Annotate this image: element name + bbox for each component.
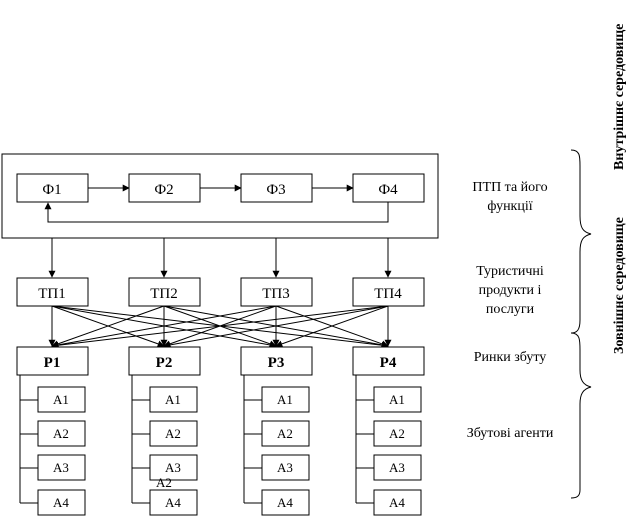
- cross-arrow: [51, 305, 165, 348]
- agent-label: А2: [277, 426, 293, 441]
- side-label-markets: Ринки збуту: [473, 350, 547, 365]
- cross-arrow: [51, 305, 389, 349]
- agent-box: [373, 420, 422, 447]
- agent-box: [37, 420, 86, 447]
- agent-label: А3: [389, 460, 405, 475]
- cross-arrow: [51, 305, 277, 349]
- cross-arrow: [163, 305, 389, 349]
- agent-box: [37, 386, 86, 413]
- agent-box: [149, 420, 198, 447]
- side-label-agents: Збутові агенти: [466, 426, 554, 441]
- function-label-f1: Ф1: [42, 182, 61, 198]
- feedback-arrow-f4-f1: [44, 202, 389, 223]
- market-label-r4: Р4: [380, 355, 397, 371]
- product-label-tp3: ТП3: [262, 286, 290, 302]
- agent-box: [373, 386, 422, 413]
- market-box-r4: [352, 346, 425, 376]
- agent-label: А3: [165, 460, 181, 475]
- agent-label: А1: [53, 392, 69, 407]
- agent-box: [37, 454, 86, 481]
- agent-label: А4: [277, 495, 293, 510]
- market-box-r1: [16, 346, 89, 376]
- agent-label: А3: [53, 460, 69, 475]
- agent-box: [261, 489, 310, 516]
- side-label-ptp: ПТП та його функції: [472, 180, 548, 214]
- product-label-tp2: ТП2: [150, 286, 178, 302]
- market-label-r1: Р1: [44, 355, 61, 371]
- market-label-r3: Р3: [268, 355, 285, 371]
- agent-label: А4: [53, 495, 69, 510]
- agent-label: А4: [389, 495, 405, 510]
- environment-internal-label: Внутрішнє середовище: [612, 23, 627, 170]
- agent-box: [261, 420, 310, 447]
- agent-label: А1: [165, 392, 181, 407]
- product-market-cross-arrows: [48, 305, 392, 349]
- function-label-f3: Ф3: [266, 182, 285, 198]
- market-boxes: Р1 Р2 Р3 Р4: [16, 346, 425, 376]
- agent-box: [261, 454, 310, 481]
- agent-label: А1: [277, 392, 293, 407]
- agent-label: А3: [277, 460, 293, 475]
- function-label-f2: Ф2: [154, 182, 173, 198]
- market-box-r3: [240, 346, 313, 376]
- product-label-tp1: ТП1: [38, 286, 66, 302]
- environment-external-label: Зовнішнє середовище: [612, 217, 627, 354]
- product-label-tp4: ТП4: [374, 286, 402, 302]
- agent-box: [373, 454, 422, 481]
- agent-label: А2: [165, 426, 181, 441]
- cross-arrow: [275, 305, 389, 348]
- overlap-agent-label: А2: [156, 475, 172, 490]
- function-boxes: Ф1 Ф2 Ф3 Ф4: [16, 173, 425, 203]
- function-box-f1: [16, 173, 89, 203]
- agent-box: [373, 489, 422, 516]
- product-boxes: ТП1 ТП2 ТП3 ТП4: [16, 277, 425, 307]
- function-flow-arrows: [44, 184, 389, 223]
- market-box-r2: [128, 346, 201, 376]
- agent-box: [149, 386, 198, 413]
- agent-box: [261, 386, 310, 413]
- right-braces: [570, 149, 592, 499]
- function-box-f2: [128, 173, 201, 203]
- brace-markets-agents: [570, 332, 592, 499]
- agent-label: А1: [389, 392, 405, 407]
- agent-box: [37, 489, 86, 516]
- market-label-r2: Р2: [156, 355, 173, 371]
- product-box-tp3: [240, 277, 313, 307]
- agent-box: [149, 489, 198, 516]
- agent-label: А2: [389, 426, 405, 441]
- agent-box: [149, 454, 198, 481]
- frame-to-product-arrows: [48, 238, 392, 278]
- agent-label: А2: [53, 426, 69, 441]
- brace-ptp-products: [570, 149, 592, 334]
- function-label-f4: Ф4: [378, 182, 398, 198]
- agent-label: А4: [165, 495, 181, 510]
- side-label-products: Туристичні продукти і послуги: [476, 264, 544, 317]
- product-box-tp1: [16, 277, 89, 307]
